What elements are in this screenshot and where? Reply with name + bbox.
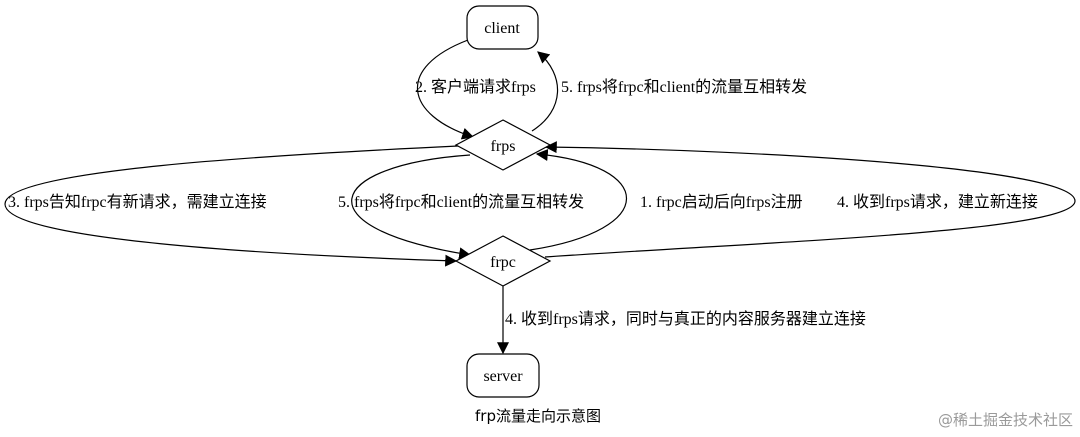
edge-frps-to-frpc-forward [351, 154, 472, 260]
diagram-caption: frp流量走向示意图 [475, 407, 601, 425]
edge-label-frps-to-frpc-request: 3. frps告知frpc有新请求，需建立连接 [8, 193, 267, 211]
edge-frpc-to-frps-register [529, 149, 628, 251]
edge-frpc-to-frps-connect [544, 141, 1076, 258]
edge-label-frpc-to-server: 4. 收到frps请求，同时与真正的内容服务器建立连接 [505, 310, 866, 328]
edge-frps-to-client [531, 51, 559, 132]
edge-label-frpc-to-frps-register: 1. frpc启动后向frps注册 [640, 193, 803, 211]
watermark: @稀土掘金技术社区 [938, 411, 1073, 429]
edge-label-frps-to-frpc-forward: 5. frps将frpc和client的流量互相转发 [338, 193, 584, 211]
client-node [466, 5, 539, 50]
edge-label-frps-to-client: 5. frps将frpc和client的流量互相转发 [561, 78, 807, 96]
edge-label-client-to-frps: 2. 客户端请求frps [415, 78, 536, 96]
frpc-node [454, 235, 552, 287]
edge-frps-to-frpc-request [4, 145, 459, 267]
server-node [466, 353, 540, 398]
edge-client-to-frps [416, 39, 475, 140]
frpc-label: frpc [490, 254, 516, 271]
server-label: server [483, 368, 523, 385]
client-label: client [484, 20, 520, 37]
edge-label-frpc-to-frps-connect: 4. 收到frps请求，建立新连接 [837, 193, 1038, 211]
frps-node [454, 119, 552, 171]
frps-label: frps [491, 138, 516, 155]
